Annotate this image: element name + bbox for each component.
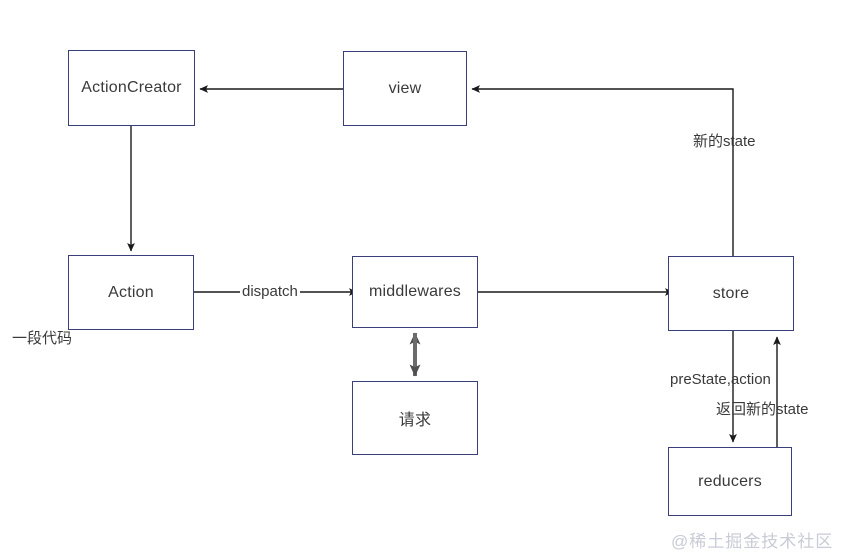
edge-label-dispatch: dispatch (240, 283, 300, 300)
node-middlewares[interactable]: middlewares (352, 256, 478, 328)
edge-label-return-new-state: 返回新的state (716, 401, 809, 418)
node-action[interactable]: Action (68, 255, 194, 330)
node-view-label: view (388, 79, 422, 97)
node-actioncreator[interactable]: ActionCreator (68, 50, 195, 126)
node-view[interactable]: view (343, 51, 467, 126)
node-middlewares-label: middlewares (368, 283, 461, 300)
edge-store-to-view (471, 85, 734, 256)
node-action-label: Action (108, 283, 154, 301)
node-store[interactable]: store (668, 256, 794, 331)
node-reducers[interactable]: reducers (668, 447, 792, 516)
node-request-label: 请求 (398, 412, 432, 429)
node-reducers-label: reducers (698, 472, 762, 490)
node-actioncreator-label: ActionCreator (81, 79, 182, 96)
watermark: @稀土掘金技术社区 (671, 532, 834, 551)
edge-label-new-state: 新的state (693, 133, 756, 150)
node-store-label: store (712, 284, 750, 302)
edge-label-prestate-action: preState,action (670, 371, 771, 388)
edge-label-code-snippet: 一段代码 (12, 330, 73, 347)
node-request[interactable]: 请求 (352, 381, 478, 455)
